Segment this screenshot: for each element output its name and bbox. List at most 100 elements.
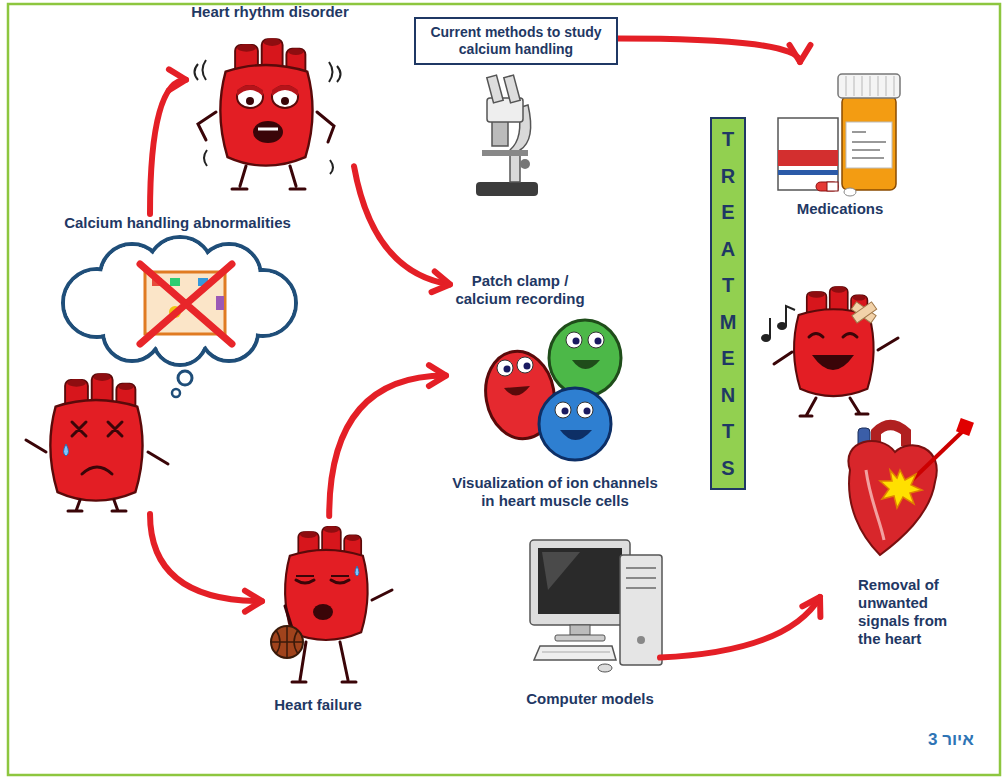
happy-heart	[794, 286, 874, 396]
computer	[534, 646, 616, 660]
shaking-heart	[253, 121, 283, 143]
node-label: Patch clamp / calcium recording	[450, 272, 590, 308]
arrow-line	[354, 166, 450, 284]
cell-cartoons	[584, 408, 591, 415]
node-label: Computer models	[520, 690, 660, 708]
illustrated-node: Removal of unwanted signals from the hea…	[820, 416, 992, 648]
tired-heart	[292, 642, 356, 682]
happy-heart	[809, 334, 857, 338]
sad-heart	[26, 373, 168, 511]
cell-cartoons	[588, 332, 604, 348]
cell-cartoons	[573, 338, 580, 345]
arrow-line	[618, 38, 800, 62]
shaking-heart	[258, 128, 278, 131]
sad-heart	[64, 444, 69, 456]
computer	[570, 625, 590, 635]
happy-heart	[761, 286, 898, 416]
arrow-line	[329, 376, 446, 516]
shaking-heart	[220, 38, 312, 165]
shaking-heart	[195, 60, 341, 174]
sad-heart	[50, 373, 142, 500]
ablation-heart	[912, 432, 962, 480]
microscope	[482, 150, 528, 156]
cell-cartoons	[539, 388, 611, 460]
microscope	[504, 75, 520, 103]
thought-cloud	[178, 371, 192, 385]
tired-heart	[355, 566, 359, 576]
medication-bottles	[778, 74, 900, 196]
illustrated-node: Heart rhythm disorder	[186, 3, 354, 195]
cell-cartoons	[479, 320, 621, 460]
box-label: Current methods to study calcium handlin…	[426, 24, 606, 58]
medication-bottles	[778, 150, 838, 166]
ablation-heart	[880, 470, 922, 508]
cell-cartoons	[549, 320, 621, 396]
cell-cartoons	[577, 402, 593, 418]
band-label: TREATMENTS	[718, 121, 738, 486]
medication-bottles	[842, 96, 896, 190]
computer	[542, 552, 580, 590]
arrow-head	[790, 45, 811, 62]
cell-cartoons	[560, 430, 592, 440]
thought-cloud	[216, 296, 224, 310]
shaking-heart	[232, 166, 305, 189]
tired-heart	[296, 580, 349, 583]
illustrated-node: Computer models	[520, 528, 660, 708]
microscope	[492, 120, 508, 146]
tired-heart	[313, 604, 333, 620]
happy-heart	[800, 398, 868, 416]
frame-border	[8, 4, 1000, 775]
cell-cartoons	[517, 357, 533, 373]
shaking-heart	[246, 97, 254, 105]
computer	[530, 540, 662, 672]
computer	[637, 636, 645, 644]
node-label: Medications	[760, 200, 920, 218]
tired-heart	[285, 526, 368, 640]
cell-cartoons	[524, 363, 531, 370]
microscope	[476, 75, 538, 196]
happy-heart	[812, 355, 854, 370]
cell-cartoons	[504, 386, 530, 396]
ablation-heart	[848, 441, 936, 555]
sad-heart	[72, 422, 122, 436]
illustrated-node: Medications	[760, 62, 920, 218]
sad-heart	[82, 467, 112, 474]
node-label: Visualization of ion channels in heart m…	[446, 474, 664, 510]
arrow-head	[245, 591, 262, 612]
tired-heart	[271, 526, 392, 682]
curved-arrow	[150, 514, 262, 612]
thought-cloud	[63, 237, 296, 397]
medication-bottles	[846, 122, 892, 168]
node-label: Removal of unwanted signals from the hea…	[858, 576, 962, 648]
curved-arrow	[329, 365, 446, 516]
node-label: Heart failure	[262, 696, 374, 714]
medication-bottles	[838, 74, 900, 98]
cell-cartoons	[555, 402, 571, 418]
curved-arrow	[354, 166, 450, 292]
process-box: Current methods to study calcium handlin…	[414, 17, 618, 65]
shaking-heart	[237, 86, 263, 108]
curved-arrow	[660, 597, 820, 658]
sad-heart	[68, 500, 126, 511]
shaking-heart	[317, 112, 334, 142]
illustrated-node: Calcium handling abnormalities	[40, 214, 315, 514]
tired-heart	[285, 590, 392, 628]
tired-heart	[296, 575, 349, 577]
computer	[620, 555, 662, 665]
thought-cloud	[170, 278, 180, 286]
medication-bottles	[844, 188, 856, 196]
illustrated-node: Heart failure	[262, 516, 374, 714]
shaking-heart	[281, 97, 289, 105]
happy-heart	[774, 338, 898, 364]
computer	[542, 652, 610, 653]
microscope	[487, 75, 503, 103]
happy-heart	[852, 302, 877, 323]
node-label: Heart rhythm disorder	[186, 3, 354, 21]
figure-number: איור 3	[928, 730, 974, 750]
arrow-head	[432, 271, 450, 292]
shaking-heart	[198, 112, 216, 140]
cell-cartoons	[595, 338, 602, 345]
